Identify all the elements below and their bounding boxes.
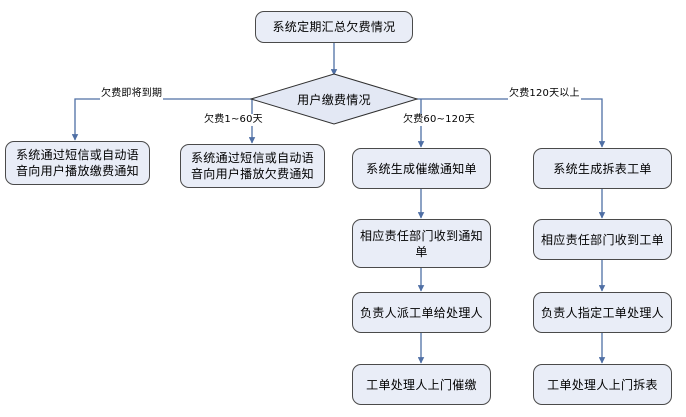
edge-label-due-soon: 欠费即将到期 xyxy=(100,88,164,100)
node-label: 负责人指定工单处理人 xyxy=(540,305,664,320)
node-branch-c-step1[interactable]: 系统生成催缴通知单 xyxy=(352,148,491,189)
node-label: 系统通过短信或自动语音向用户播放缴费通知 xyxy=(15,148,139,178)
node-branch-d-step2[interactable]: 相应责任部门收到工单 xyxy=(533,219,672,260)
node-label: 系统通过短信或自动语音向用户播放欠费通知 xyxy=(190,151,314,181)
node-label: 工单处理人上门拆表 xyxy=(547,377,658,392)
node-branch-c-step3[interactable]: 负责人派工单给处理人 xyxy=(352,292,491,333)
node-branch-d-step1[interactable]: 系统生成拆表工单 xyxy=(533,148,672,189)
node-branch-c-step2[interactable]: 相应责任部门收到通知单 xyxy=(352,219,491,268)
node-label: 负责人派工单给处理人 xyxy=(359,305,483,320)
diamond-shape xyxy=(249,73,419,125)
node-branch-d-step4[interactable]: 工单处理人上门拆表 xyxy=(533,364,672,405)
node-branch-c-step4[interactable]: 工单处理人上门催缴 xyxy=(352,364,491,405)
node-label: 系统生成催缴通知单 xyxy=(366,161,477,176)
node-summary-arrears[interactable]: 系统定期汇总欠费情况 xyxy=(255,11,413,43)
node-branch-a-step1[interactable]: 系统通过短信或自动语音向用户播放缴费通知 xyxy=(5,141,150,185)
node-branch-b-step1[interactable]: 系统通过短信或自动语音向用户播放欠费通知 xyxy=(180,144,325,188)
edge-label-days-1-60: 欠费1~60天 xyxy=(203,114,264,126)
node-label: 系统生成拆表工单 xyxy=(553,161,652,176)
node-label: 相应责任部门收到工单 xyxy=(540,232,664,247)
edge-decision-to-branch-d xyxy=(416,98,606,148)
edge-decision-to-branch-a xyxy=(71,98,252,141)
node-decision-payment-status[interactable]: 用户缴费情况 xyxy=(249,73,419,125)
node-label: 系统定期汇总欠费情况 xyxy=(272,20,396,34)
edge-label-days-60-120: 欠费60~120天 xyxy=(402,114,476,126)
node-label: 工单处理人上门催缴 xyxy=(366,377,477,392)
edge-label-days-over-120: 欠费120天以上 xyxy=(508,88,581,100)
node-branch-d-step3[interactable]: 负责人指定工单处理人 xyxy=(533,292,672,333)
node-label: 相应责任部门收到通知单 xyxy=(359,228,483,259)
